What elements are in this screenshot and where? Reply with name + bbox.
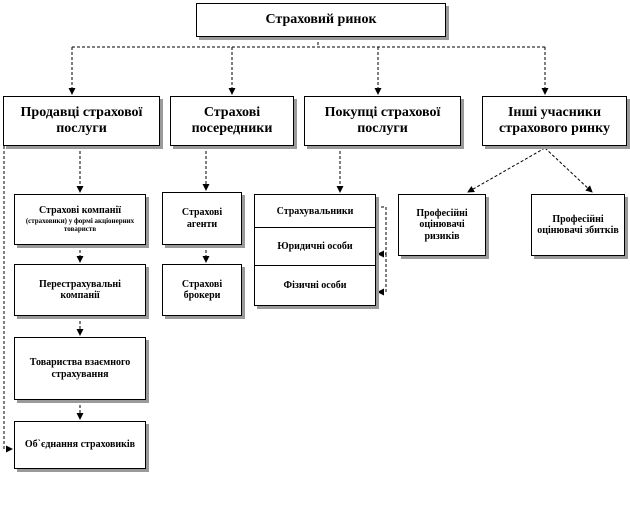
agents-label: Страхові агенти xyxy=(181,207,223,230)
insured-label: Страхувальники xyxy=(276,205,354,217)
column-intermediaries-label: Страхові посередники xyxy=(191,104,273,136)
loss-assessors-box: Професійні оцінювачі збитків xyxy=(531,194,625,256)
insurance-companies-box: Страхові компанії (страховики) у формі а… xyxy=(14,194,146,245)
insurer-associations-box: Об`єднання страховиків xyxy=(14,421,146,469)
individuals-row: Фізичні особи xyxy=(255,266,375,305)
legal-entities-row: Юридичні особи xyxy=(255,228,375,266)
legal-entities-label: Юридичні особи xyxy=(277,241,353,252)
reinsurers-label: Перестрахувальні компанії xyxy=(39,278,121,302)
risk-assessors-label: Професійні оцінювачі ризиків xyxy=(416,207,468,242)
insured-row: Страхувальники xyxy=(255,195,375,228)
arrow-insured-to-individuals xyxy=(377,254,387,296)
loss-assessors-label: Професійні оцінювачі збитків xyxy=(537,213,619,237)
column-intermediaries: Страхові посередники xyxy=(170,96,294,146)
insurance-companies-sublabel: (страховики) у формі акціонерних товарис… xyxy=(25,216,135,234)
mutual-insurance-label: Товариства взаємного страхування xyxy=(29,357,131,380)
brokers-label: Страхові брокери xyxy=(181,278,223,302)
agents-box: Страхові агенти xyxy=(162,192,242,245)
arrow-others-to-risk xyxy=(467,147,546,193)
brokers-box: Страхові брокери xyxy=(162,264,242,316)
title-box: Страховий ринок xyxy=(196,3,446,37)
mutual-insurance-box: Товариства взаємного страхування xyxy=(14,337,146,400)
column-sellers: Продавці страхової послуги xyxy=(3,96,160,146)
insurance-companies-label: Страхові компанії xyxy=(38,205,122,217)
column-others-label: Інші учасники страхового ринку xyxy=(499,104,610,136)
diagram-title: Страховий ринок xyxy=(265,11,377,27)
individuals-label: Фізичні особи xyxy=(283,280,347,291)
risk-assessors-box: Професійні оцінювачі ризиків xyxy=(398,194,486,256)
column-others: Інші учасники страхового ринку xyxy=(482,96,627,146)
arrow-others-to-loss xyxy=(544,147,593,193)
column-buyers-label: Покупці страхової послуги xyxy=(324,104,441,136)
insurer-associations-label: Об`єднання страховиків xyxy=(24,439,136,451)
reinsurers-box: Перестрахувальні компанії xyxy=(14,264,146,316)
arrow-insured-to-legal xyxy=(376,206,387,258)
column-sellers-label: Продавці страхової послуги xyxy=(20,104,143,136)
arrow-sellers-bypass xyxy=(3,146,13,453)
buyers-stack: Страхувальники Юридичні особи Фізичні ос… xyxy=(254,194,376,306)
column-buyers: Покупці страхової послуги xyxy=(304,96,461,146)
